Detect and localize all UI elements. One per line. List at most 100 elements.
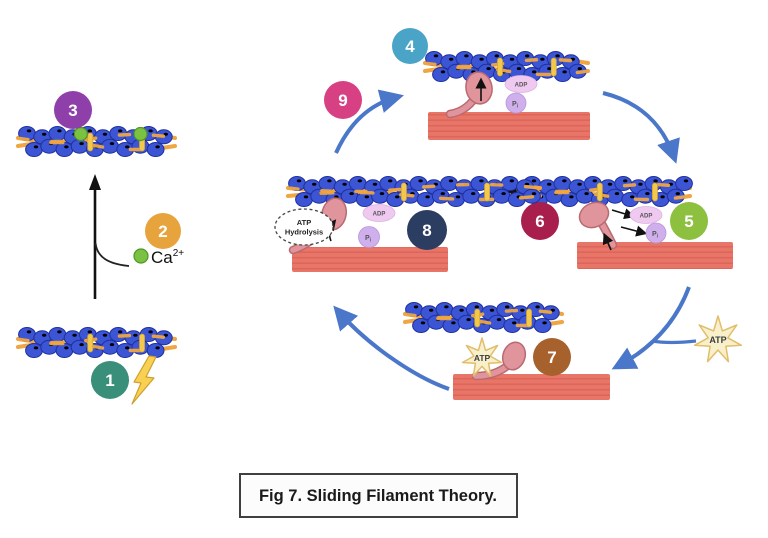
actin-bead-dot [623, 179, 628, 183]
troponin-unit [652, 182, 658, 202]
step-number-4: 4 [405, 37, 415, 56]
atp-star-free: ATP [693, 315, 743, 363]
step-badge-9: 9 [324, 81, 362, 119]
atp-star-icon [461, 337, 503, 377]
actin-bead [614, 176, 633, 191]
step-circle-8 [407, 210, 447, 250]
stage-attached: ADP Pi 4 [392, 28, 590, 140]
actin-bead-dot [577, 182, 582, 186]
actin-bead [488, 314, 506, 330]
actin-bead-dot [675, 192, 680, 196]
actin-bead-dot [372, 182, 378, 186]
adp-bubble-stage56 [629, 206, 663, 224]
actin-bead-dot [466, 318, 471, 322]
troponin-unit [484, 182, 490, 202]
myosin-head-stage56 [578, 201, 610, 229]
arrow-to-7 [611, 286, 691, 370]
actin-bead [371, 188, 389, 204]
tropomyosin-strand [423, 65, 590, 77]
actin-bead [553, 67, 572, 82]
actin-bead-dot [327, 179, 332, 183]
actin-bead-dot [464, 54, 469, 58]
actin-bead-dot [79, 343, 84, 347]
actin-filament-stage8 [286, 176, 542, 207]
cycle-arrows [333, 89, 697, 391]
actin-bead-dot [42, 132, 47, 136]
actin-bead-dot [448, 179, 454, 183]
calcium-ion-icon [133, 126, 148, 142]
actin-bead-dot [109, 142, 115, 146]
tropomyosin-strand [403, 308, 564, 320]
calcium-symbol: Ca [151, 248, 173, 267]
actin-bead [295, 192, 313, 207]
adp-label-stage4: ADP [515, 83, 528, 89]
actin-bead-dot [296, 179, 302, 183]
step-number-9: 9 [338, 91, 347, 110]
actin-bead-dot [584, 192, 589, 196]
lever-swing-arrow-icon [602, 232, 614, 251]
lightning-bolt-icon [131, 355, 157, 405]
step-number-3: 3 [68, 101, 77, 120]
actin-bead-dot [102, 132, 108, 136]
actin-bead-dot [479, 57, 484, 61]
step-badge-5: 5 [670, 202, 708, 240]
actin-bead [500, 176, 519, 191]
actin-bead-dot [459, 308, 464, 312]
actin-bead-dot [155, 145, 160, 149]
actin-bead-dot [395, 195, 400, 199]
actin-bead-dot [303, 195, 309, 199]
actin-bead-dot [592, 179, 597, 183]
actin-bead [318, 176, 337, 191]
stage-detached: ATP 7 [403, 302, 610, 400]
actin-bead-dot [474, 305, 479, 309]
actin-bead-dot [535, 305, 540, 309]
adp-label-stage56: ADP [640, 214, 653, 220]
step-badge-7: 7 [533, 338, 571, 376]
step-circle-9 [324, 81, 362, 119]
step-badge-8: 8 [407, 210, 447, 250]
actin-bead-dot [420, 321, 426, 325]
pi-label-stage56: Pi [652, 231, 659, 240]
calcium-ion-icon [73, 126, 88, 142]
actin-bead [25, 343, 43, 358]
tropomyosin-strand [16, 333, 177, 345]
actin-bead-dot [64, 145, 69, 149]
actin-bead-dot [125, 145, 130, 149]
myosin-thick-filament-stage8 [292, 247, 448, 272]
calcium-ion-icon [133, 248, 149, 264]
pi-bubble-stage8 [358, 226, 380, 248]
actin-bead [675, 176, 693, 191]
atp-label-free: ATP [709, 335, 726, 345]
actin-bead-dot [312, 182, 317, 186]
troponin-unit [401, 182, 407, 202]
step-circle-7 [533, 338, 571, 376]
pi-label-stage4: Pi [512, 101, 519, 110]
step-number-8: 8 [422, 221, 431, 240]
actin-filament-stage4 [423, 51, 590, 82]
troponin-unit [596, 182, 603, 202]
actin-bead-dot [505, 305, 510, 309]
stage-power-stroke: ADP Pi 6 5 [505, 176, 733, 269]
actin-bead-dot [638, 182, 643, 186]
left-pathway: 1 2 Ca2+ 3 [16, 91, 184, 405]
step-badge-2: 2 [145, 213, 181, 249]
actin-bead-dot [525, 54, 530, 58]
actin-bead-dot [26, 330, 32, 334]
actin-bead-dot [660, 195, 665, 199]
cross-bridge-cycle: ADP Pi 4 ADP Pi 6 [274, 28, 743, 400]
step-badge-1: 1 [91, 361, 129, 399]
pi-bubble-stage56 [645, 222, 667, 244]
actin-bead [533, 318, 552, 333]
atp-star-stage7: ATP [461, 337, 503, 377]
actin-bead-dot [547, 182, 552, 186]
actin-bead-dot [509, 179, 514, 183]
caption-box: Fig 7. Sliding Filament Theory. [239, 473, 518, 518]
actin-bead [146, 343, 165, 358]
actin-bead-dot [26, 129, 32, 133]
actin-bead [492, 188, 511, 204]
arrow-7-to-9 [333, 305, 450, 391]
pi-release-arrow-icon [620, 225, 648, 237]
actin-bead-dot [540, 57, 545, 61]
pi-p: P [512, 101, 517, 108]
